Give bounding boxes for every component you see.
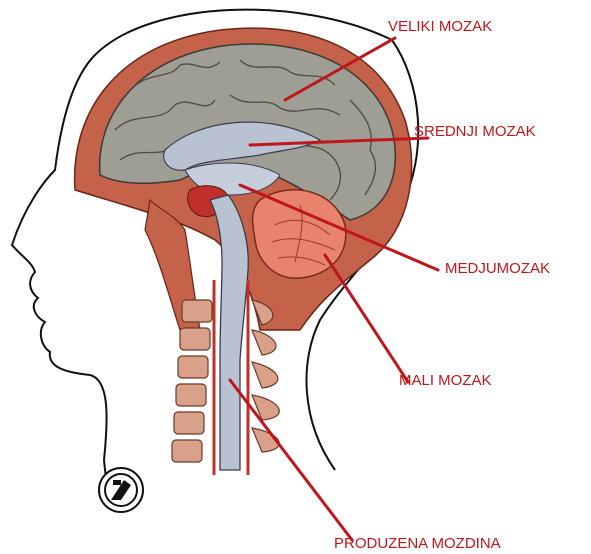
label-srednji-mozak: SREDNJI MOZAK: [414, 124, 536, 140]
pointer-line-mali-mozak: [325, 255, 408, 382]
logo-icon: [99, 468, 143, 512]
label-medjumozak: MEDJUMOZAK: [445, 261, 550, 277]
label-mali-mozak: MALI MOZAK: [399, 373, 492, 389]
label-produzena-mozdina: PRODUZENA MOZDINA: [334, 536, 501, 552]
label-veliki-mozak: VELIKI MOZAK: [388, 19, 492, 35]
